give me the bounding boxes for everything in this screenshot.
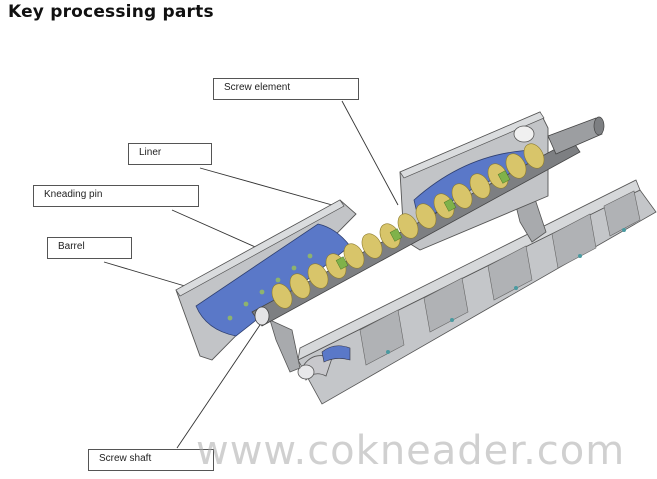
label-liner-text: Liner xyxy=(139,147,162,158)
watermark: www.cokneader.com xyxy=(196,428,626,474)
label-barrel: Barrel xyxy=(47,237,132,259)
label-screw-element-text: Screw element xyxy=(224,82,291,93)
label-screw-element: Screw element xyxy=(213,78,359,100)
label-kneading-pin-text: Kneading pin xyxy=(44,189,103,200)
label-liner: Liner xyxy=(128,143,212,165)
barrel-housing xyxy=(175,199,357,361)
lower-barrel-half xyxy=(297,179,657,405)
screw-assembly xyxy=(251,116,605,327)
label-kneading-pin: Kneading pin xyxy=(33,185,199,207)
label-screw-shaft-text: Screw shaft xyxy=(99,453,152,464)
label-barrel-text: Barrel xyxy=(58,241,85,252)
page-title: Key processing parts xyxy=(8,2,214,22)
leader-line-liner xyxy=(199,167,351,211)
leader-line-screw-shaft xyxy=(176,315,267,449)
leader-line-screw-element xyxy=(341,100,399,206)
label-screw-shaft: Screw shaft xyxy=(88,449,214,471)
